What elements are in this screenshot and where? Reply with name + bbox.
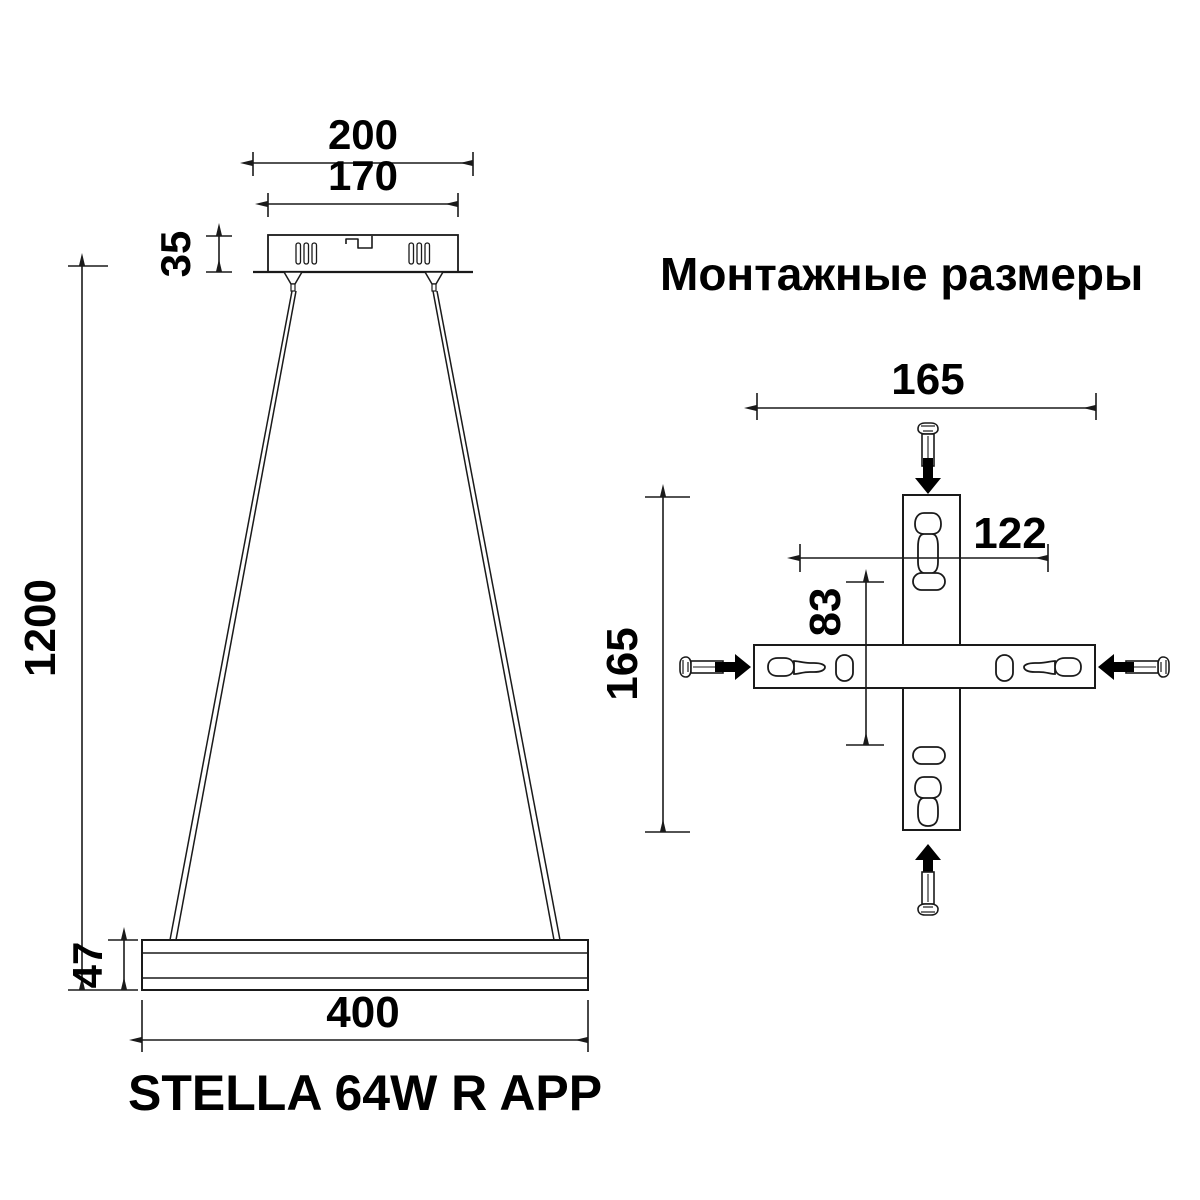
- dimension-165-vertical: 165: [598, 484, 690, 833]
- dimension-165-vertical-label: 165: [598, 627, 647, 700]
- dimension-165-horizontal-label: 165: [891, 355, 964, 404]
- arrow-right-icon: [715, 654, 751, 680]
- bracket-slot-horizontal-right-oval: [995, 654, 1014, 682]
- mounting-section-title: Монтажные размеры: [660, 248, 1143, 300]
- bracket-slot-horizontal-left-keyhole: [767, 657, 826, 677]
- luminaire-body: [141, 939, 589, 991]
- dimension-170-label: 170: [328, 152, 398, 199]
- dimension-400: 400: [129, 988, 589, 1052]
- arrow-up-icon: [915, 844, 941, 880]
- dimension-122: 122: [787, 509, 1049, 572]
- bracket-slot-horizontal-right-keyhole: [1023, 657, 1082, 677]
- canopy-vent-slots-left: [295, 242, 318, 265]
- dimension-165-horizontal: 165: [744, 355, 1097, 420]
- dimension-35: 35: [152, 223, 232, 278]
- cable-gripper-left: [282, 271, 304, 292]
- dimension-47-label: 47: [64, 942, 111, 989]
- bracket-slot-vertical-lower-oval: [912, 746, 946, 765]
- screw-bottom-icon: [917, 871, 939, 916]
- arrow-down-icon: [915, 458, 941, 494]
- dimension-47: 47: [64, 927, 138, 991]
- product-name-label: STELLA 64W R APP: [128, 1065, 602, 1121]
- bracket-slot-vertical-upper-keyhole: [914, 512, 942, 575]
- dimension-122-label: 122: [973, 509, 1046, 558]
- canopy-vent-slots-right: [408, 242, 431, 265]
- dimension-83-label: 83: [801, 588, 850, 637]
- dimension-1200: 1200: [16, 253, 108, 991]
- canopy-hook-detail: [345, 236, 373, 249]
- dimension-35-label: 35: [152, 231, 199, 278]
- suspension-cable-left: [169, 290, 297, 941]
- dimension-400-label: 400: [326, 988, 399, 1037]
- bracket-slot-vertical-lower-keyhole: [914, 776, 942, 827]
- dimension-1200-label: 1200: [16, 579, 65, 677]
- dimension-83: 83: [801, 569, 884, 746]
- mounting-view-group: Монтажные размеры 165 165: [598, 248, 1170, 916]
- front-view-group: 200 170 35: [16, 111, 602, 1121]
- bracket-slot-horizontal-left-oval: [835, 654, 854, 682]
- dimension-170: 170: [255, 152, 459, 217]
- dimension-200-label: 200: [328, 111, 398, 158]
- dimension-200: 200: [240, 111, 474, 176]
- cable-gripper-right: [423, 271, 445, 292]
- arrow-left-icon: [1098, 654, 1134, 680]
- bracket-slot-vertical-upper-oval: [912, 572, 946, 591]
- suspension-cable-right: [432, 290, 561, 941]
